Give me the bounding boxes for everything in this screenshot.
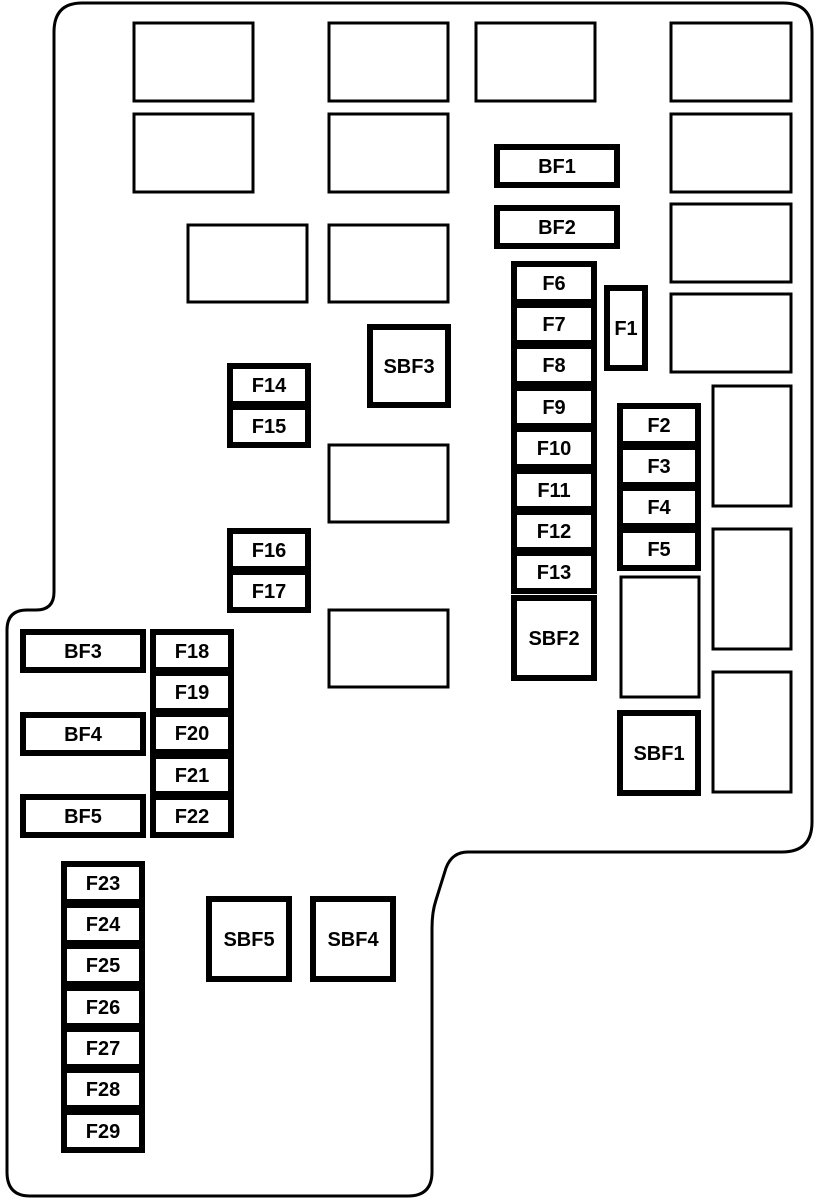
fuse-f1 [604, 285, 648, 371]
fuse-label-sbf3: SBF3 [383, 356, 434, 378]
relay-slot [186, 223, 309, 304]
relay-slots [132, 21, 793, 794]
fuse-bf1 [494, 144, 620, 188]
fuse-label-f20: F20 [175, 723, 209, 745]
fuse-label-f28: F28 [86, 1079, 120, 1101]
relay-slot [669, 292, 793, 374]
fuse-label-bf5: BF5 [64, 806, 102, 828]
fuse-label-f18: F18 [175, 641, 209, 663]
relay-slot [327, 608, 450, 689]
fuse-f8 [511, 343, 597, 387]
fuse-label-bf2: BF2 [538, 217, 576, 239]
relay-slot [619, 575, 701, 699]
fuse-label-f11: F11 [537, 480, 570, 502]
fuse-f25 [61, 943, 145, 987]
fuse-f29 [61, 1109, 145, 1153]
fuse-label-f12: F12 [537, 521, 571, 543]
fuse-label-f7: F7 [542, 314, 565, 336]
relay-slot [669, 112, 793, 194]
relay-slot [327, 443, 450, 524]
relay-slot [669, 21, 793, 103]
fuse-label-f4: F4 [647, 497, 671, 519]
fuse-label-f6: F6 [542, 273, 565, 295]
fuse-f10 [511, 426, 597, 470]
fuse-bf3 [20, 629, 146, 673]
fuse-label-f25: F25 [86, 955, 120, 977]
fuse-bf4 [20, 712, 146, 756]
fuse-sbf4 [310, 896, 396, 982]
fuse-label-f5: F5 [647, 539, 670, 561]
fuse-f22 [150, 794, 234, 838]
fuse-f20 [150, 711, 234, 755]
fuse-label-f14: F14 [252, 375, 287, 397]
fuse-sbf2 [511, 595, 597, 681]
relay-slot [327, 21, 450, 103]
fuse-label-f16: F16 [252, 540, 286, 562]
relay-slot [711, 670, 793, 794]
fuse-box-outline [5, 1, 814, 1198]
fuse-label-f24: F24 [86, 914, 121, 936]
relay-slot [132, 21, 255, 103]
relay-slot [474, 21, 597, 103]
fuse-label-bf3: BF3 [64, 641, 102, 663]
relay-slot [132, 112, 255, 194]
fuse-f5 [617, 527, 701, 571]
fuse-label-f22: F22 [175, 806, 209, 828]
fuse-label-f29: F29 [86, 1121, 120, 1143]
fuse-f4 [617, 485, 701, 529]
relay-slot [327, 112, 450, 194]
fuse-sbf5 [206, 896, 292, 982]
relay-slot [711, 527, 793, 651]
fuse-label-f23: F23 [86, 873, 120, 895]
fuse-f15 [227, 404, 311, 448]
fuse-label-sbf1: SBF1 [633, 743, 684, 765]
fuse-label-f13: F13 [537, 562, 571, 584]
fuse-label-f2: F2 [647, 415, 670, 437]
fuse-label-f17: F17 [252, 581, 286, 603]
fuse-bf5 [20, 794, 146, 838]
fuse-label-f21: F21 [175, 765, 209, 787]
fuse-f13 [511, 550, 597, 594]
fuse-bf2 [494, 205, 620, 249]
fuse-label-bf4: BF4 [64, 724, 103, 746]
fuse-label-f10: F10 [537, 438, 571, 460]
fuse-label-sbf5: SBF5 [223, 929, 274, 951]
fuse-label-sbf4: SBF4 [327, 929, 379, 951]
fuse-label-f27: F27 [86, 1038, 120, 1060]
fuse-label-f19: F19 [175, 682, 209, 704]
fuse-label-sbf2: SBF2 [528, 628, 579, 650]
fuse-label-f26: F26 [86, 997, 120, 1019]
fuse-f17 [227, 569, 311, 613]
fuse-f28 [61, 1067, 145, 1111]
relay-slot [327, 223, 450, 304]
relay-slot [711, 384, 793, 508]
fuse-label-f15: F15 [252, 416, 286, 438]
fuse-label-f9: F9 [542, 397, 565, 419]
fuse-sbf3 [367, 324, 451, 408]
fuse-label-bf1: BF1 [538, 156, 576, 178]
fuse-label-f1: F1 [614, 318, 637, 340]
fuse-label-f3: F3 [647, 456, 670, 478]
fuse-label-f8: F8 [542, 355, 565, 377]
relay-slot [669, 202, 793, 284]
fuse-sbf1 [617, 710, 701, 796]
